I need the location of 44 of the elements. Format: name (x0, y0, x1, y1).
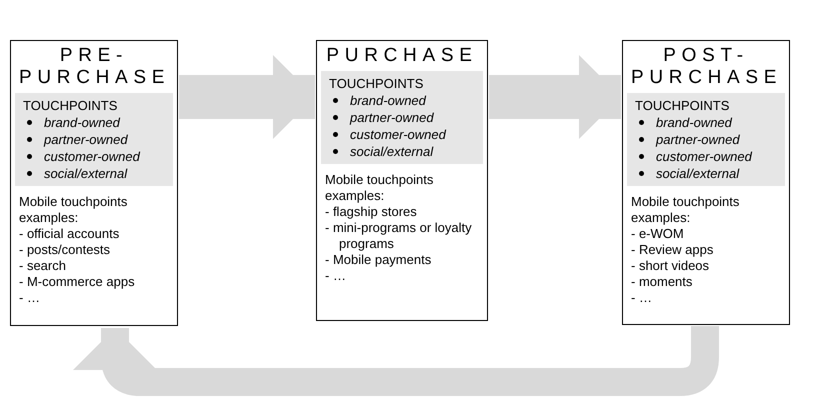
touchpoint-type: brand-owned (350, 92, 426, 109)
examples-heading: Mobile touchpoints examples: (631, 194, 740, 226)
touchpoint-type: partner-owned (656, 131, 740, 148)
example-item: - … (631, 290, 653, 306)
example-item: - moments (631, 274, 694, 290)
stage-title: POST-PURCHASE (630, 44, 784, 89)
stage-box (10, 40, 178, 326)
touchpoints-panel (627, 93, 785, 186)
example-item: - Mobile payments (325, 252, 432, 268)
touchpoint-type: customer-owned (44, 148, 140, 165)
touchpoint-type: brand-owned (44, 114, 120, 131)
example-item: - M-commerce apps (19, 274, 136, 290)
stage-title: PRE-PURCHASE (18, 44, 172, 89)
stage-box (622, 40, 790, 325)
example-item: - short videos (631, 258, 710, 274)
panel-heading: TOUCHPOINTS (329, 75, 424, 92)
example-item: - e-WOM (631, 226, 685, 242)
touchpoint-type: brand-owned (656, 114, 732, 131)
panel-heading: TOUCHPOINTS (635, 97, 730, 114)
touchpoint-type: partner-owned (44, 131, 128, 148)
touchpoint-type: social/external (656, 165, 740, 182)
touchpoint-type: customer-owned (350, 126, 446, 143)
example-item: - … (325, 268, 347, 284)
examples-heading: Mobile touchpoints examples: (325, 172, 434, 204)
touchpoint-type: social/external (44, 165, 128, 182)
flow-arrow (179, 55, 315, 139)
example-item: - Review apps (631, 242, 714, 258)
touchpoints-panel (321, 71, 483, 164)
flow-arrow (73, 326, 719, 396)
flow-arrow (489, 55, 621, 139)
example-item: - official accounts (19, 226, 120, 242)
example-item: - search (19, 258, 67, 274)
examples-heading: Mobile touchpoints examples: (19, 194, 128, 226)
touchpoint-type: social/external (350, 143, 434, 160)
touchpoints-panel (15, 93, 173, 186)
touchpoint-type: customer-owned (656, 148, 752, 165)
example-item: - flagship stores (325, 204, 418, 220)
touchpoint-type: partner-owned (350, 109, 434, 126)
stage-box (316, 40, 488, 321)
stage-title: PURCHASE (325, 44, 479, 67)
example-item: - mini-programs or loyalty programs (325, 220, 473, 252)
example-item: - posts/contests (19, 242, 112, 258)
example-item: - … (19, 290, 41, 306)
panel-heading: TOUCHPOINTS (23, 97, 118, 114)
